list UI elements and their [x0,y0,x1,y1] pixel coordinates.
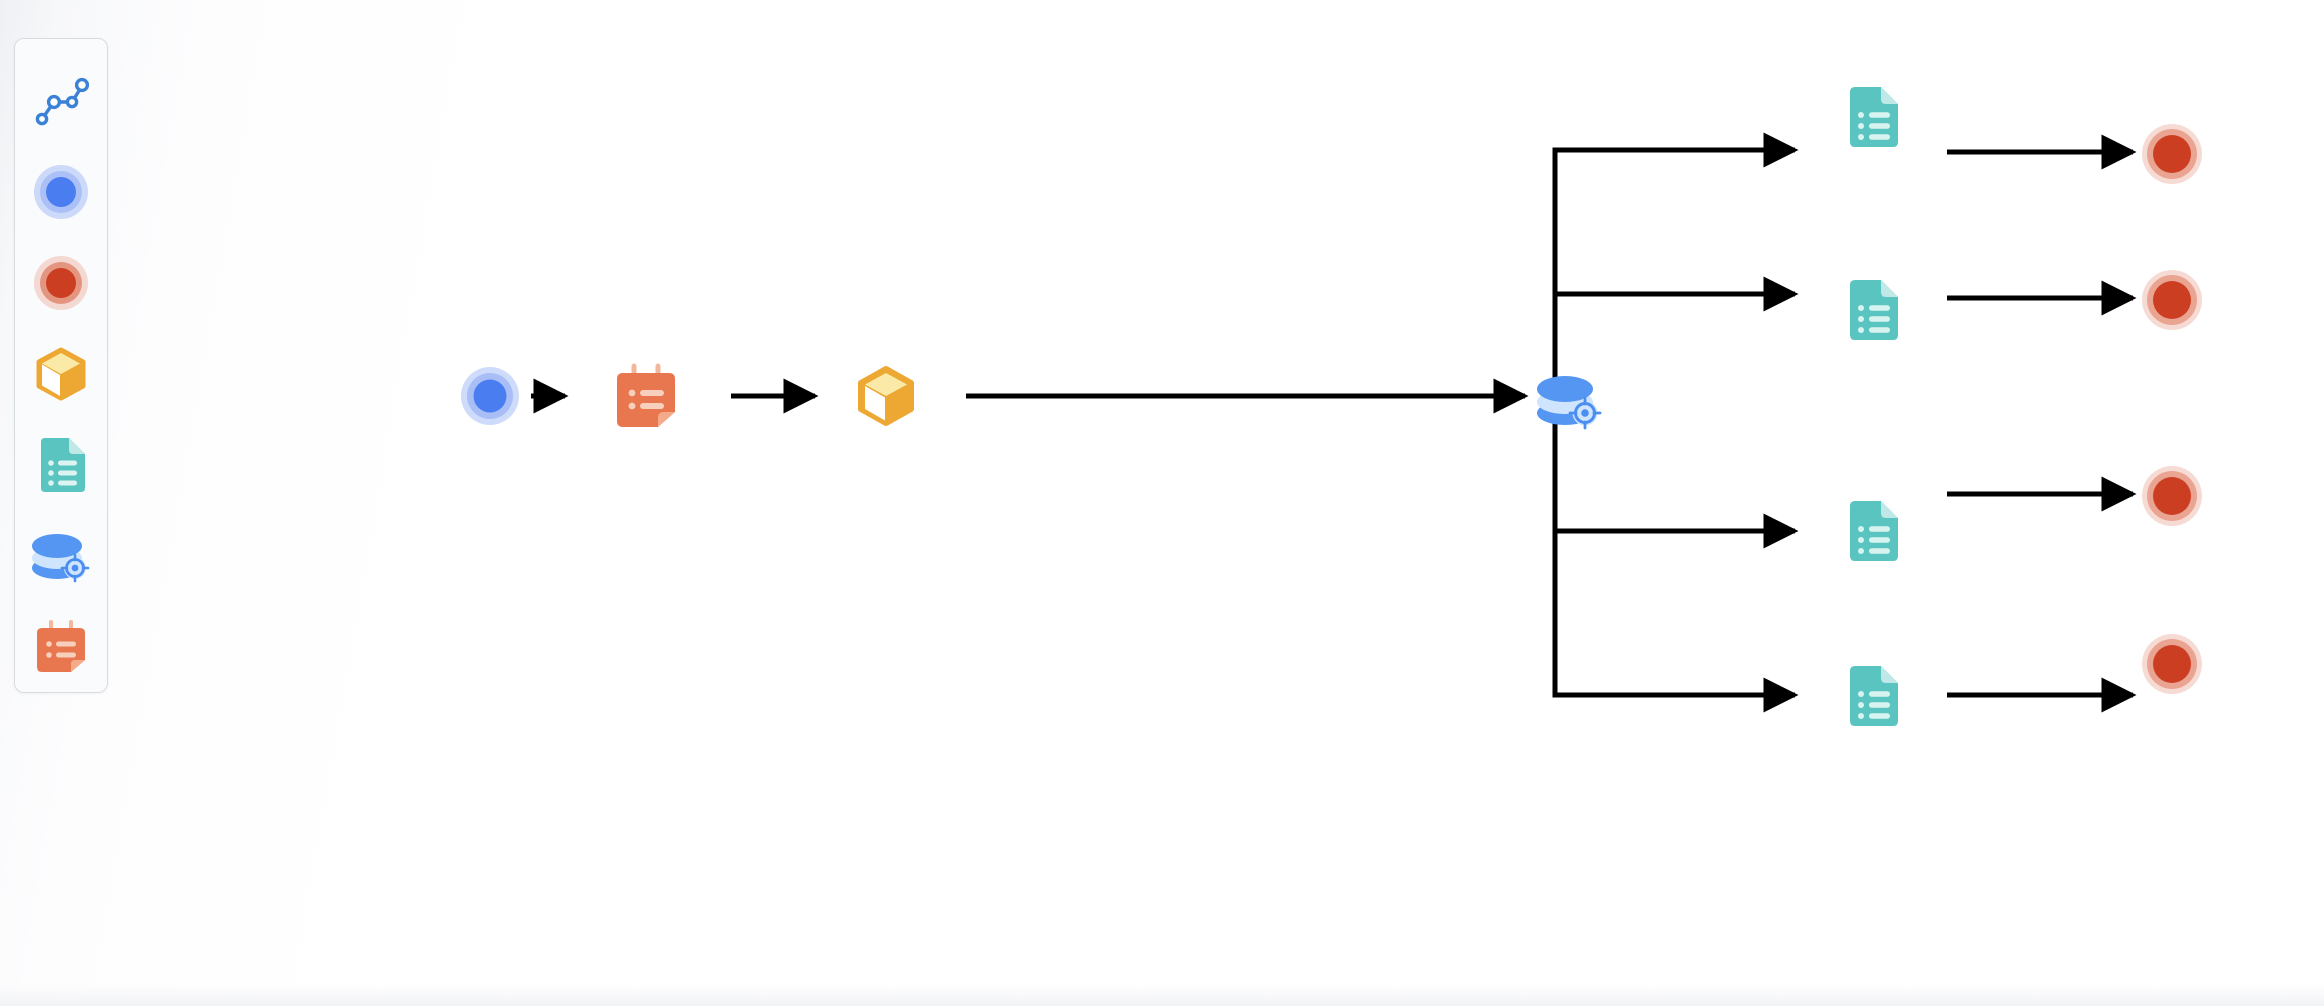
edge-e7[interactable] [1552,400,1799,713]
node-d3[interactable] [1845,500,1899,562]
node-r4[interactable] [2137,629,2207,699]
palette-item-package[interactable] [14,328,108,419]
palette-item-task[interactable] [14,601,108,692]
palette-item-graph[interactable] [14,55,108,146]
orange-cube-icon [855,365,917,427]
node-r3[interactable] [2137,461,2207,531]
teal-document-icon [1845,279,1899,341]
palette-item-database[interactable] [14,510,108,601]
blue-database-icon [30,528,92,584]
node-n1[interactable] [456,362,524,430]
palette-item-document[interactable] [14,419,108,510]
orange-cube-icon [33,346,89,402]
palette-item-start[interactable] [14,146,108,237]
red-circle-node-icon [2137,629,2207,699]
orange-task-card-icon [613,362,679,430]
teal-document-icon [1845,86,1899,148]
teal-document-icon [36,437,86,493]
node-r2[interactable] [2137,265,2207,335]
node-n3[interactable] [855,365,917,427]
teal-document-icon [1845,665,1899,727]
node-d4[interactable] [1845,665,1899,727]
blue-circle-node-icon [29,160,93,224]
node-n2[interactable] [613,362,679,430]
orange-task-card-icon [34,619,88,675]
node-d1[interactable] [1845,86,1899,148]
graph-network-icon [33,75,89,127]
blue-circle-node-icon [456,362,524,430]
blue-database-icon [1534,369,1606,431]
node-palette[interactable] [14,38,108,693]
red-circle-node-icon [29,251,93,315]
red-circle-node-icon [2137,461,2207,531]
red-circle-node-icon [2137,265,2207,335]
red-circle-node-icon [2137,119,2207,189]
teal-document-icon [1845,500,1899,562]
node-n4[interactable] [1534,369,1606,431]
node-r1[interactable] [2137,119,2207,189]
edge-e4[interactable] [1552,132,1799,396]
palette-item-end[interactable] [14,237,108,328]
node-d2[interactable] [1845,279,1899,341]
